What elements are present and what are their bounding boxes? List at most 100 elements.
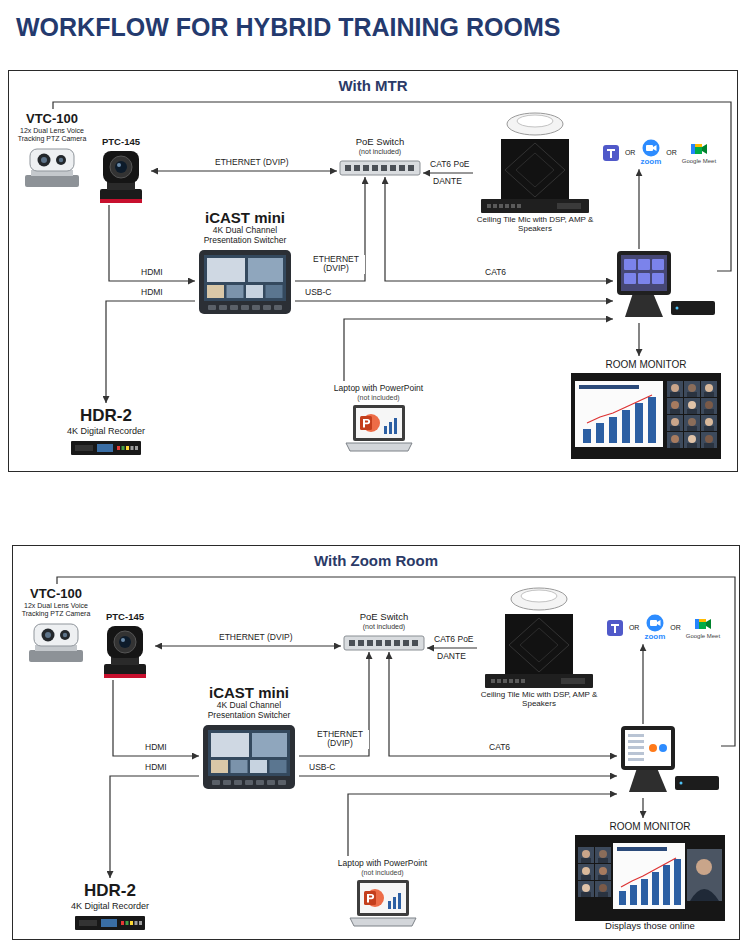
node-text: ROOM MONITOR (610, 821, 691, 833)
drawing-part (250, 760, 267, 773)
node-text: 12x Dual Lens Voice Tracking PTZ Camera (19, 602, 93, 618)
recorder-unit: HDR-24K Digital Recorder (63, 403, 149, 457)
drawing-part (34, 624, 78, 646)
icast-picture (198, 249, 292, 315)
drawing-part (121, 638, 125, 642)
connector-label: HDMI (139, 288, 165, 297)
drawing-part (100, 199, 142, 203)
drawing-part (671, 418, 679, 426)
drawing-part (701, 432, 717, 448)
node-text: Displays those online (605, 921, 695, 932)
teams-picture (602, 144, 620, 162)
drawing-part (507, 113, 563, 135)
connector (423, 172, 473, 173)
title: WORKFLOW FOR HYBRID TRAINING ROOMS (16, 12, 560, 42)
drawing-part (497, 679, 501, 683)
audio-unit: Ceiling Tile Mic with DSP, AMP & Speaker… (473, 109, 597, 233)
drawing-part (503, 679, 507, 683)
node-text: (not included) (361, 869, 403, 877)
drawing-part (699, 619, 706, 622)
connector-label: CAT6 PoE (432, 635, 476, 644)
drawing-part (71, 441, 141, 455)
drawing-part (107, 182, 135, 190)
drawing-part (30, 149, 74, 171)
node-text: PoE Switch (356, 137, 405, 148)
connector-label: HDMI (139, 268, 165, 277)
drawing-part (695, 619, 699, 629)
node-text: Laptop with PowerPoint (334, 384, 423, 394)
drawing-part (603, 145, 619, 161)
drawing-part (364, 891, 376, 905)
drawing-part (628, 746, 644, 749)
drawing-part (674, 859, 681, 905)
logo-column: Google Meet (686, 615, 720, 640)
lap-picture (348, 879, 418, 931)
drawing-part (42, 629, 55, 642)
meeting-apps: ORzoomORGoogle Meet (601, 139, 717, 169)
camera-unit: PTC-145 (95, 612, 155, 680)
drawing-part (516, 153, 554, 187)
drawing-part (481, 199, 589, 213)
drawing-part (114, 631, 136, 653)
drawing-part (635, 403, 643, 443)
drawing-part (487, 204, 491, 208)
drawing-part (521, 679, 525, 683)
drawing-part (103, 151, 139, 183)
ptc-picture (96, 624, 154, 680)
drawing-part (625, 730, 671, 766)
drawing-part (278, 780, 286, 785)
drawing-part (628, 740, 644, 743)
drawing-part (701, 415, 717, 431)
drawing-part (388, 901, 391, 909)
hdr-picture (70, 439, 142, 457)
drawing-part (696, 859, 712, 875)
node-text: Laptop with PowerPoint (338, 859, 427, 869)
drawing-part (598, 892, 608, 897)
drawing-part (648, 397, 656, 443)
drawing-part (263, 305, 271, 310)
drawing-part (599, 850, 607, 858)
drawing-part (657, 620, 661, 626)
vtc-picture (22, 145, 82, 189)
drawing-part (652, 872, 659, 905)
drawing-part (104, 674, 146, 678)
drawing-part (199, 250, 291, 314)
node-text: (not included) (357, 394, 399, 402)
drawing-part (230, 305, 238, 310)
drawing-part (122, 446, 125, 450)
drawing-part (234, 780, 242, 785)
drawing-part (340, 161, 420, 175)
drawing-part (227, 285, 244, 298)
network-switch: PoE Switch(not included) (337, 137, 423, 177)
node-text: Ceiling Tile Mic with DSP, AMP & Speaker… (473, 215, 597, 233)
drawing-part (702, 144, 707, 154)
connector-label: ETHERNET (DVIP) (217, 633, 295, 642)
drawing-part (649, 744, 657, 752)
drawing-part (267, 780, 275, 785)
connector (110, 776, 199, 878)
drawing-part (609, 417, 617, 443)
mic-picture (473, 109, 597, 215)
drawing-part (687, 849, 722, 901)
connector (295, 300, 613, 301)
meet-picture (693, 615, 713, 633)
connector (642, 644, 643, 724)
drawing-part (671, 401, 679, 409)
logo-column: zoom (644, 614, 665, 641)
drawing-part (207, 258, 245, 282)
drawing-part (695, 619, 706, 629)
signal-label: DANTE (435, 652, 468, 661)
drawing-part (617, 847, 667, 851)
drawing-part (97, 444, 113, 452)
drawing-part (360, 416, 372, 430)
drawing-part (595, 881, 611, 897)
drawing-part (390, 165, 396, 171)
drawing-part (630, 885, 637, 905)
drawing-part (695, 144, 702, 147)
drawing-part (241, 305, 249, 310)
mic-picture (477, 584, 601, 690)
drawing-part (367, 894, 374, 903)
drawing-part (511, 588, 567, 610)
drawing-part (687, 443, 697, 448)
connector (53, 102, 731, 271)
